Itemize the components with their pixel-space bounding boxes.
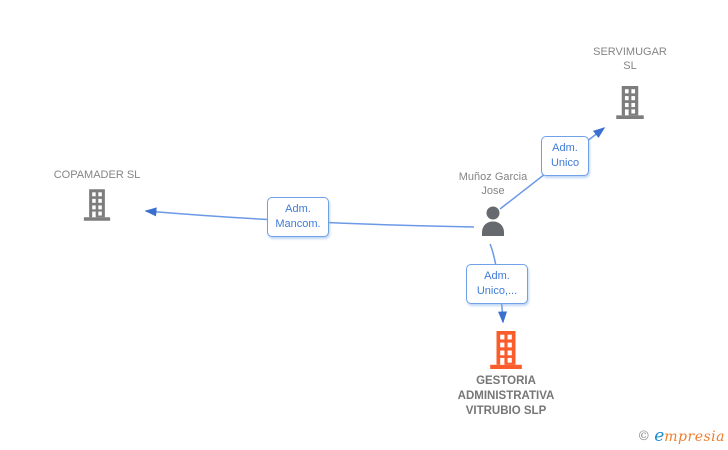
empresia-logo[interactable]: ©empresia [637, 426, 725, 446]
node-label: Muñoz Garcia Jose [458, 171, 528, 197]
node-servimugar-sl[interactable]: SERVIMUGAR SL [586, 45, 674, 119]
node-gestoria-administrativa-vitrubio-slp[interactable]: GESTORIA ADMINISTRATIVA VITRUBIO SLP [445, 331, 567, 419]
person-icon [482, 206, 504, 236]
building-icon [83, 189, 111, 221]
building-icon [490, 331, 522, 369]
node-label: SERVIMUGAR SL [593, 46, 667, 72]
node-copamader-sl[interactable]: COPAMADER SL [37, 168, 157, 221]
brand-name-rest: mpresia [664, 429, 725, 445]
building-icon [616, 86, 644, 119]
node-label: GESTORIA ADMINISTRATIVA VITRUBIO SLP [457, 375, 555, 417]
edge-label-adm-unico-truncated[interactable]: Adm. Unico,... [466, 264, 528, 304]
edge-label-adm-unico[interactable]: Adm. Unico [541, 136, 589, 176]
node-label: COPAMADER SL [53, 169, 141, 181]
node-munoz-garcia-jose[interactable]: Muñoz Garcia Jose [455, 170, 531, 236]
edge-label-adm-mancom[interactable]: Adm. Mancom. [267, 197, 329, 237]
copyright-symbol: © [637, 429, 651, 444]
brand-letter-e: e [654, 426, 665, 446]
